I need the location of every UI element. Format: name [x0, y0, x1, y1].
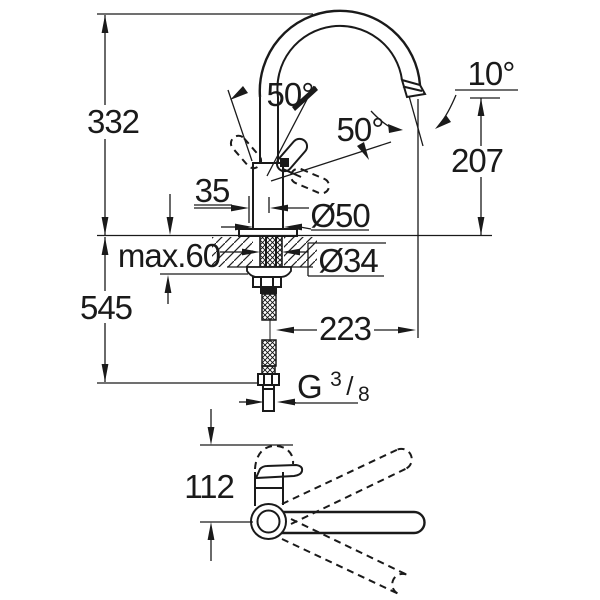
dim-center-offset-label: 35 — [195, 172, 230, 209]
lever-positions — [229, 134, 331, 195]
dim-spout-height: 332 — [83, 13, 313, 235]
hose-hex-nut — [257, 373, 280, 386]
spout-outlet — [400, 78, 427, 99]
front-view-faucet — [97, 9, 492, 412]
base-circle-inner — [256, 509, 281, 534]
base-circle-outer — [250, 503, 287, 540]
dim-outlet-angle-label: 10° — [468, 55, 515, 92]
spout-arc — [258, 9, 427, 163]
supply-hose — [257, 293, 280, 412]
dim-body-diameter-label: Ø50 — [310, 197, 370, 234]
dim-spout-reach-label: 223 — [319, 310, 371, 347]
dim-hole-diameter: Ø34 — [233, 242, 386, 279]
lever-dashed-up — [229, 134, 263, 170]
lever-angle-lines — [227, 85, 392, 182]
dim-counter-thickness: max.60 — [118, 194, 233, 304]
hose-tube-end — [262, 388, 275, 412]
dim-outlet-height: 207 — [449, 89, 518, 235]
lever-solid — [275, 137, 309, 173]
dim-handle-length: 112 — [184, 409, 293, 561]
dim-thread-label: G 3 / 8 — [297, 368, 370, 406]
outlet-swivel-marks — [370, 94, 457, 338]
mounting-nut — [252, 276, 282, 288]
lever-paddle — [254, 463, 304, 480]
dim-thread: G 3 / 8 — [239, 368, 370, 406]
dim-lever-swing-left-label: 50° — [267, 76, 314, 113]
dim-counter-thickness-label: max.60 — [118, 237, 221, 274]
dim-spout-height-label: 332 — [87, 103, 139, 140]
lever-top-dashed — [254, 444, 295, 470]
dim-handle-length-label: 112 — [184, 468, 234, 505]
hose-ferrule — [261, 365, 276, 375]
dim-install-depth: 545 — [80, 237, 259, 384]
top-view-faucet — [250, 444, 426, 595]
dim-outlet-height-label: 207 — [451, 142, 503, 179]
dim-lever-swing-right-label: 50° — [337, 111, 384, 148]
lever-dashed-forward — [289, 167, 331, 195]
spout-top-dashed-down — [281, 518, 407, 595]
dim-body-diameter: Ø50 — [221, 197, 371, 234]
dim-center-offset: 35 — [194, 172, 309, 223]
spout-top-dashed-up — [281, 447, 413, 525]
lever-pivot — [280, 158, 289, 167]
nut-collar — [260, 287, 277, 294]
dim-spout-reach: 223 — [276, 310, 416, 347]
dim-install-depth-label: 545 — [80, 289, 132, 326]
mounting-hardware — [246, 235, 292, 294]
dim-hole-diameter-label: Ø34 — [318, 242, 378, 279]
spout-top-solid — [282, 510, 426, 535]
mounting-washer — [246, 266, 292, 278]
